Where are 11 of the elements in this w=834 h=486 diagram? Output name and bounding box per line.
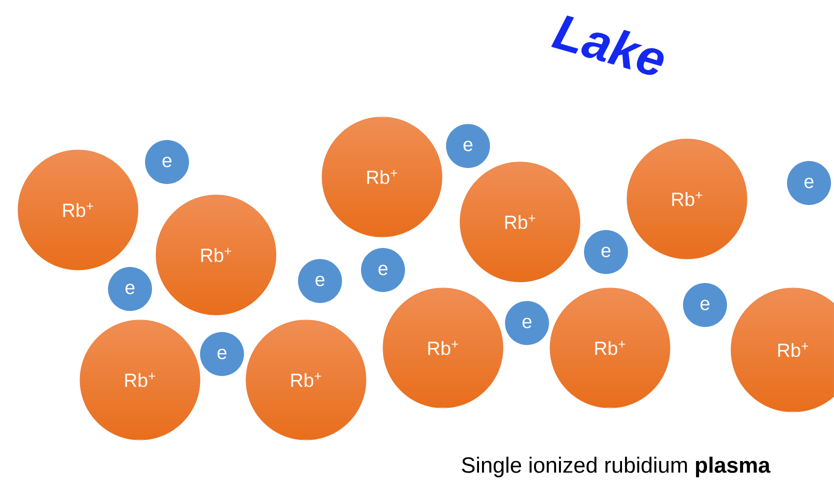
ion-sphere: Rb$^{+}$: [322, 116, 442, 238]
ion-sphere: Rb$^{+}$: [156, 194, 276, 316]
title: Lake: [551, 16, 664, 75]
ion-sphere: Rb$^{+}$: [460, 162, 580, 282]
ion-sphere: Rb$^{+}$: [382, 288, 504, 408]
ion-sphere: Rb$^{+}$: [626, 138, 748, 260]
ion-sphere: Rb$^{+}$: [246, 320, 366, 440]
ion-sphere: Rb$^{+}$: [550, 288, 670, 408]
caption: Single ionized rubidium plasma: [462, 456, 770, 478]
ion-sphere: Rb$^{+}$: [80, 320, 200, 440]
ion-sphere: Rb$^{+}$: [18, 150, 138, 270]
